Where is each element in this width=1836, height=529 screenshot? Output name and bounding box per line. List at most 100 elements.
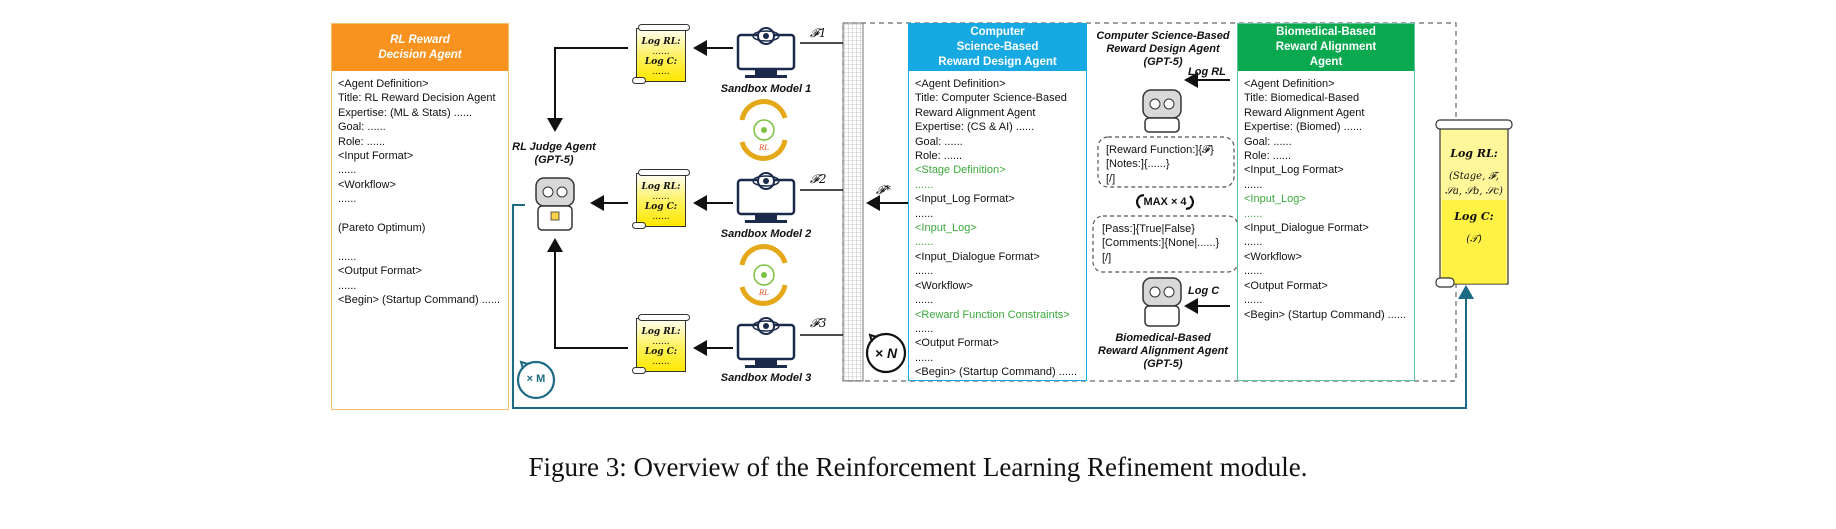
prompt-line: ...... <box>338 279 357 292</box>
sandbox-label-2: Sandbox Model 2 <box>720 228 812 240</box>
prompt-line: ...... <box>1244 265 1263 278</box>
prompt-line: Reward Alignment Agent <box>915 106 1036 119</box>
judge-label: RL Judge Agent (GPT-5) <box>512 141 596 166</box>
pass-output-box <box>1092 215 1239 273</box>
reward-output-box <box>1097 136 1235 188</box>
prompt-line: Goal: ...... <box>338 121 386 134</box>
prompt-line: <Agent Definition> <box>915 78 1006 90</box>
prompt-line: Goal: ...... <box>915 135 963 148</box>
log-scroll-1: Log RL: ...... Log C: ...... <box>632 23 690 85</box>
prompt-line: Expertise: (CS & AI) ...... <box>915 121 1035 134</box>
rl-recycle-icon-2 <box>739 244 788 306</box>
log-scroll-3: Log RL: ...... Log C: ...... <box>632 313 690 375</box>
figure-caption: Figure 3: Overview of the Reinforcement … <box>528 452 1308 482</box>
prompt-line: Title: Biomedical-Based <box>1244 92 1360 105</box>
prompt-line: Role: ...... <box>1244 150 1292 163</box>
cs-design-agent-label: Computer Science-Based Reward Design Age… <box>1096 30 1230 68</box>
loop-n-label: × N <box>874 345 898 361</box>
prompt-line: ...... <box>338 164 357 177</box>
judge-robot-icon <box>535 177 575 231</box>
prompt-line: <Begin> (Startup Command) ...... <box>338 294 501 307</box>
sandbox-label-3: Sandbox Model 3 <box>720 372 812 384</box>
decision-agent-header: RL Reward Decision Agent <box>332 24 508 71</box>
loop-m-label: × M <box>526 373 546 385</box>
prompt-line: ...... <box>338 193 357 206</box>
bio-robot-icon <box>1142 277 1182 327</box>
prompt-line: ...... <box>915 351 934 364</box>
prompt-line: ...... <box>1244 178 1263 191</box>
decision-agent-prompt: <Agent Definition> Title: RL Reward Decis… <box>332 71 508 307</box>
f1-label: 𝓕1 <box>810 26 827 40</box>
prompt-line: <Agent Definition> <box>338 78 429 90</box>
bio-agent-prompt: <Agent Definition> Title: Biomedical-Base… <box>1238 71 1414 322</box>
prompt-line: ...... <box>1244 207 1263 220</box>
prompt-line: <Workflow> <box>915 279 973 292</box>
prompt-line <box>338 207 502 221</box>
f3-label: 𝓕3 <box>810 316 827 330</box>
prompt-line: <Reward Function Constraints> <box>915 308 1070 321</box>
max-loop-label: MAX × 4 <box>1143 196 1187 208</box>
cs-robot-icon <box>1142 89 1182 133</box>
cs-agent-box: Computer Science-Based Reward Design Age… <box>908 23 1087 381</box>
prompt-line: <Input_Dialogue Format> <box>1244 222 1369 235</box>
prompt-line: <Agent Definition> <box>1244 78 1335 90</box>
prompt-line: Expertise: (Biomed) ...... <box>1244 121 1362 134</box>
prompt-line: <Output Format> <box>338 265 422 278</box>
prompt-line: ...... <box>1244 236 1263 249</box>
prompt-line: ...... <box>915 322 934 335</box>
rl-recycle-icon-1 <box>739 99 788 161</box>
bio-agent-header: Biomedical-Based Reward Alignment Agent <box>1238 24 1414 71</box>
prompt-line: <Stage Definition> <box>915 164 1006 177</box>
prompt-line <box>338 235 502 249</box>
prompt-line: <Input_Log> <box>1244 193 1306 206</box>
prompt-line: ...... <box>1244 294 1263 307</box>
f-star-label: 𝓕* <box>876 183 891 197</box>
log-scroll-2: Log RL: ...... Log C: ...... <box>632 168 690 230</box>
bio-alignment-agent-label: Biomedical-Based Reward Alignment Agent … <box>1098 332 1228 370</box>
prompt-line: (Pareto Optimum) <box>338 222 426 235</box>
prompt-line: ...... <box>915 236 934 249</box>
cs-agent-header: Computer Science-Based Reward Design Age… <box>909 24 1086 71</box>
prompt-line: <Begin> (Startup Command) ...... <box>915 366 1078 379</box>
prompt-line: Role: ...... <box>338 135 386 148</box>
prompt-line: Expertise: (ML & Stats) ...... <box>338 106 473 119</box>
prompt-line: <Output Format> <box>1244 279 1328 292</box>
f2-label: 𝓕2 <box>810 172 827 186</box>
prompt-line: ...... <box>915 178 934 191</box>
prompt-line: <Input_Log Format> <box>915 193 1015 206</box>
sandbox-monitor-3-icon <box>736 317 796 368</box>
sandbox-monitor-2-icon <box>736 172 796 223</box>
prompt-line: <Workflow> <box>1244 250 1302 263</box>
sandbox-monitor-1-icon <box>736 27 796 78</box>
grid-separator <box>842 22 864 382</box>
bio-agent-box: Biomedical-Based Reward Alignment Agent … <box>1237 23 1415 381</box>
decision-agent-box: RL Reward Decision Agent <Agent Definiti… <box>331 23 509 410</box>
cs-agent-prompt: <Agent Definition> Title: Computer Scienc… <box>909 71 1086 380</box>
prompt-line: <Input_Log Format> <box>1244 164 1344 177</box>
prompt-line: <Input_Dialogue Format> <box>915 250 1040 263</box>
prompt-line: <Input_Log> <box>915 222 977 235</box>
prompt-line: Reward Alignment Agent <box>1244 106 1365 119</box>
rl-badge-2: RL <box>759 289 769 297</box>
reward-output-text: [Reward Function:]{𝓕} [Notes:]{......} [… <box>1106 144 1214 185</box>
prompt-line: <Input Format> <box>338 150 414 163</box>
rl-badge-1: RL <box>759 144 769 152</box>
log-c-arrow-label: Log C <box>1188 285 1220 297</box>
prompt-line: Title: RL Reward Decision Agent <box>338 92 496 105</box>
loop-m-circle <box>516 360 556 400</box>
prompt-line: ...... <box>915 207 934 220</box>
prompt-line: <Begin> (Startup Command) ...... <box>1244 308 1407 321</box>
big-scroll-text: Log RL: (Stage, 𝓕, 𝒮a, 𝒮b, 𝒮c) Log C: (𝒯… <box>1445 147 1503 245</box>
feedback-loop-line <box>512 204 1474 409</box>
prompt-line: ...... <box>915 265 934 278</box>
pass-output-text: [Pass:]{True|False} [Comments:]{None|...… <box>1102 223 1220 264</box>
prompt-line: Role: ...... <box>915 150 963 163</box>
prompt-line: Title: Computer Science-Based <box>915 92 1067 105</box>
prompt-line: <Output Format> <box>915 337 999 350</box>
big-log-scroll <box>1435 119 1513 288</box>
prompt-line: Goal: ...... <box>1244 135 1292 148</box>
log-rl-arrow-label: Log RL <box>1188 66 1226 78</box>
prompt-line: <Workflow> <box>338 178 396 191</box>
prompt-line: ...... <box>338 250 357 263</box>
